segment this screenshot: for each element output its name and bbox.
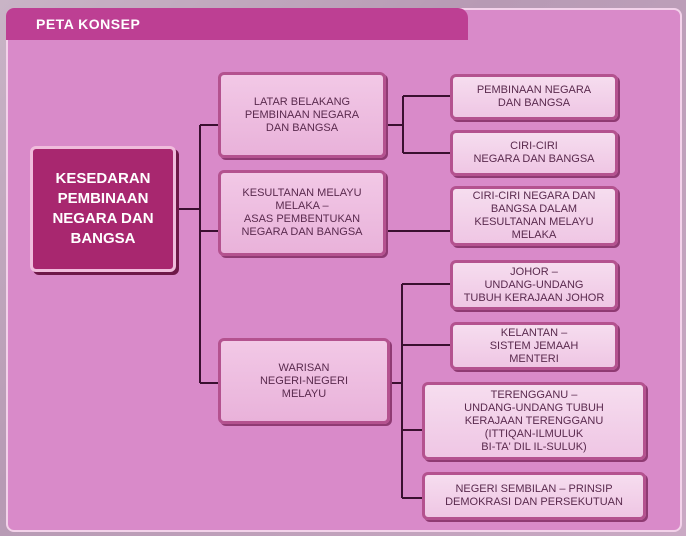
- node-line: LATAR BELAKANG: [253, 95, 351, 108]
- node-line: MELAKA –: [275, 200, 329, 212]
- node-line: DAN BANGSA: [497, 97, 571, 109]
- header-title: PETA KONSEP: [36, 16, 141, 32]
- node-line: KESULTANAN MELAYU: [242, 187, 362, 199]
- root-line: PEMBINAAN: [57, 190, 149, 207]
- node-warisan-negeri: WARISAN NEGERI-NEGERI MELAYU: [218, 338, 390, 424]
- header-tab: [6, 8, 468, 40]
- node-line: DEMOKRASI DAN PERSEKUTUAN: [445, 496, 623, 508]
- root-line: NEGARA DAN: [52, 210, 154, 227]
- node-line: KESULTANAN MELAYU: [474, 216, 594, 228]
- node-line: NEGARA DAN BANGSA: [473, 153, 595, 165]
- node-line: TERENGGANU –: [490, 388, 578, 401]
- leaf-ciri-ciri: CIRI-CIRI NEGARA DAN BANGSA: [450, 130, 618, 176]
- node-latar-belakang: LATAR BELAKANG PEMBINAAN NEGARA DAN BANG…: [218, 72, 386, 158]
- node-line: BI-TA' DIL IL-SULUK): [481, 440, 587, 453]
- leaf-pembinaan-negara: PEMBINAAN NEGARA DAN BANGSA: [450, 74, 618, 120]
- node-line: CIRI-CIRI NEGARA DAN: [472, 190, 596, 202]
- leaf-negeri-sembilan: NEGERI SEMBILAN – PRINSIP DEMOKRASI DAN …: [422, 472, 646, 520]
- root-line: KESEDARAN: [55, 170, 151, 187]
- node-line: NEGARA DAN BANGSA: [241, 226, 363, 238]
- node-line: MELAKA: [511, 229, 557, 241]
- node-line: JOHOR –: [510, 265, 558, 278]
- node-line: SISTEM JEMAAH: [489, 339, 579, 352]
- node-line: UNDANG-UNDANG TUBUH: [464, 401, 604, 414]
- node-line: NEGERI SEMBILAN – PRINSIP: [455, 483, 613, 495]
- node-line: TUBUH KERAJAAN JOHOR: [463, 291, 605, 304]
- leaf-johor: JOHOR – UNDANG-UNDANG TUBUH KERAJAAN JOH…: [450, 260, 618, 310]
- node-line: MELAYU: [281, 387, 327, 400]
- node-line: BANGSA DALAM: [490, 203, 578, 215]
- root-line: BANGSA: [70, 230, 136, 247]
- node-line: NEGERI-NEGERI: [259, 374, 348, 387]
- node-line: CIRI-CIRI: [510, 140, 558, 152]
- node-line: (ITTIQAN-ILMULUK: [484, 427, 584, 440]
- root-node: KESEDARAN PEMBINAAN NEGARA DAN BANGSA: [30, 146, 176, 272]
- leaf-terengganu: TERENGGANU – UNDANG-UNDANG TUBUH KERAJAA…: [422, 382, 646, 460]
- node-line: DAN BANGSA: [265, 121, 339, 134]
- node-line: WARISAN: [278, 361, 330, 374]
- node-line: UNDANG-UNDANG: [484, 278, 584, 291]
- node-line: PEMBINAAN NEGARA: [244, 108, 360, 121]
- node-line: KELANTAN –: [500, 326, 568, 339]
- leaf-ciri-melaka: CIRI-CIRI NEGARA DAN BANGSA DALAM KESULT…: [450, 186, 618, 246]
- node-kesultanan-melaka: KESULTANAN MELAYU MELAKA – ASAS PEMBENTU…: [218, 170, 386, 256]
- leaf-kelantan: KELANTAN – SISTEM JEMAAH MENTERI: [450, 322, 618, 370]
- node-line: ASAS PEMBENTUKAN: [243, 213, 361, 225]
- node-line: KERAJAAN TERENGGANU: [464, 414, 604, 427]
- node-line: MENTERI: [509, 352, 559, 365]
- node-line: PEMBINAAN NEGARA: [476, 84, 592, 96]
